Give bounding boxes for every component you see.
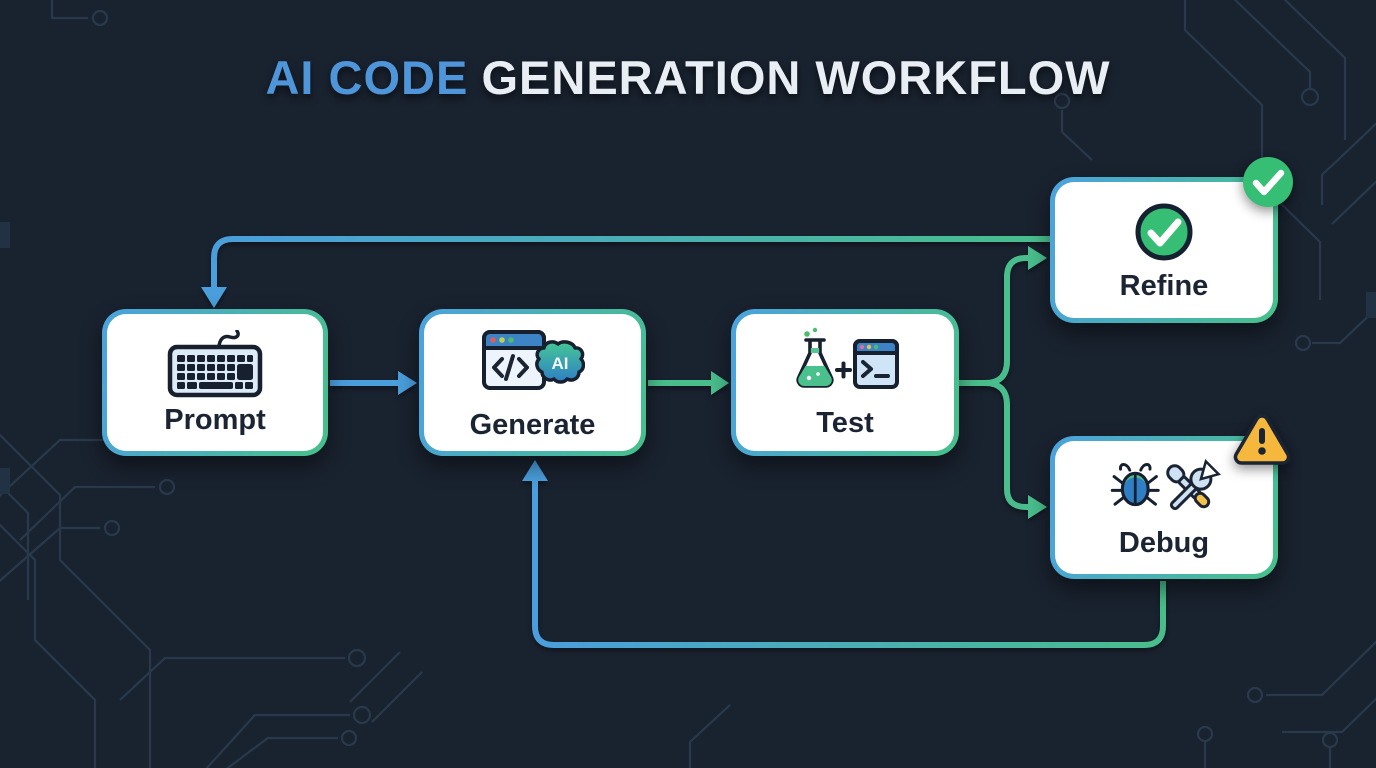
code-window-icon <box>481 330 546 390</box>
flask-icon <box>796 327 834 388</box>
bug-tools-icon <box>1105 457 1223 521</box>
node-label-debug: Debug <box>1118 527 1210 559</box>
warning-triangle-badge <box>1232 412 1292 466</box>
edge-debug-generate-feedback <box>522 460 1166 648</box>
success-check-badge <box>1240 154 1296 210</box>
edge-test-debug <box>959 380 1047 519</box>
terminal-icon <box>853 339 899 389</box>
flask-terminal-icon <box>789 327 901 401</box>
node-refine: Refine <box>1050 177 1278 323</box>
title-highlight: AI CODE <box>265 51 469 104</box>
edge-prompt-generate <box>330 371 417 395</box>
node-label-refine: Refine <box>1119 269 1209 302</box>
check-circle-icon <box>1132 200 1196 264</box>
node-label-test: Test <box>816 407 874 439</box>
edge-refine-prompt-feedback <box>201 236 1050 308</box>
edge-generate-test <box>648 371 729 395</box>
bug-icon <box>1110 463 1160 507</box>
title-rest: GENERATION WORKFLOW <box>481 51 1111 104</box>
code-window-ai-brain-icon: AI <box>481 325 585 403</box>
edge-test-refine <box>959 246 1047 386</box>
wrench-screwdriver-icon <box>1166 459 1221 511</box>
node-generate: AI Generate <box>419 309 646 456</box>
node-label-generate: Generate <box>469 409 596 441</box>
ai-brain-icon: AI <box>534 340 585 384</box>
plus-icon <box>835 361 852 379</box>
keyboard-icon <box>167 330 263 398</box>
svg-text:AI: AI <box>551 354 568 373</box>
node-test: Test <box>731 309 959 456</box>
node-prompt: Prompt <box>102 309 328 456</box>
node-label-prompt: Prompt <box>164 404 266 436</box>
